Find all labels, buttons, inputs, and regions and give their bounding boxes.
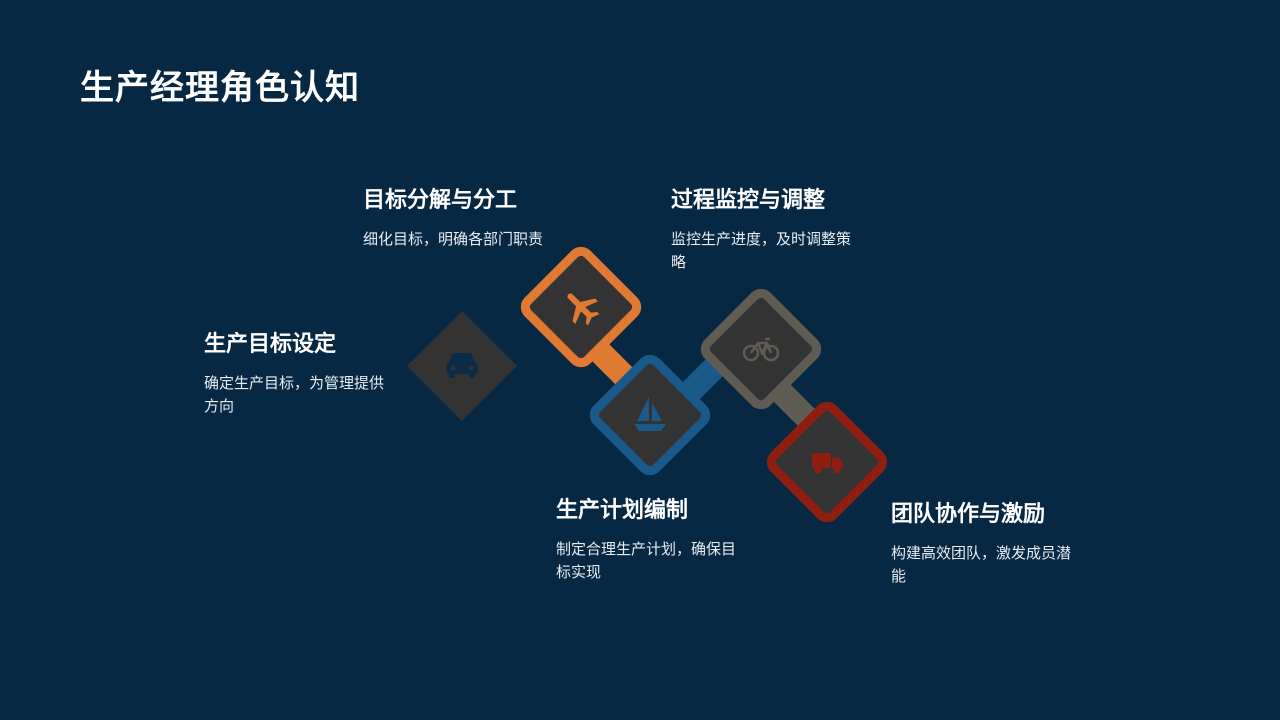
- step-generate-goal: 生产目标设定 确定生产目标，为管理提供方向: [204, 326, 384, 418]
- step-heading: 过程监控与调整: [671, 188, 826, 213]
- step-production-plan: 生产计划编制 制定合理生产计划，确保目标实现: [556, 492, 741, 584]
- step-goal-breakdown: 目标分解与分工 细化目标，明确各部门职责: [363, 182, 548, 251]
- bicycle-icon: [742, 337, 780, 362]
- step-heading: 生产计划编制: [556, 498, 689, 523]
- step-description: 确定生产目标，为管理提供方向: [204, 374, 385, 415]
- sailboat-icon: [634, 397, 666, 431]
- step-description: 细化目标，明确各部门职责: [363, 230, 544, 248]
- step-heading: 团队协作与激励: [891, 502, 1046, 527]
- step-description: 构建高效团队，激发成员潜能: [891, 544, 1072, 585]
- truck-icon: [812, 453, 843, 474]
- airplane-icon: [567, 293, 600, 326]
- step5-tile: [766, 401, 888, 523]
- step-description: 制定合理生产计划，确保目标实现: [556, 540, 737, 581]
- slide-title: 生产经理角色认知: [80, 68, 360, 108]
- step3-diamond: [589, 354, 711, 476]
- step3-tile: [589, 354, 711, 476]
- step-heading: 生产目标设定: [204, 332, 337, 357]
- step4-tile: [700, 288, 822, 410]
- step1-tile: [406, 310, 518, 422]
- car-icon: [446, 353, 478, 378]
- step2-tile: [520, 246, 642, 368]
- step-process-monitoring: 过程监控与调整 监控生产进度，及时调整策略: [671, 182, 856, 274]
- step-description: 监控生产进度，及时调整策略: [671, 230, 852, 271]
- step-team-motivation: 团队协作与激励 构建高效团队，激发成员潜能: [891, 496, 1076, 588]
- step-heading: 目标分解与分工: [363, 188, 518, 213]
